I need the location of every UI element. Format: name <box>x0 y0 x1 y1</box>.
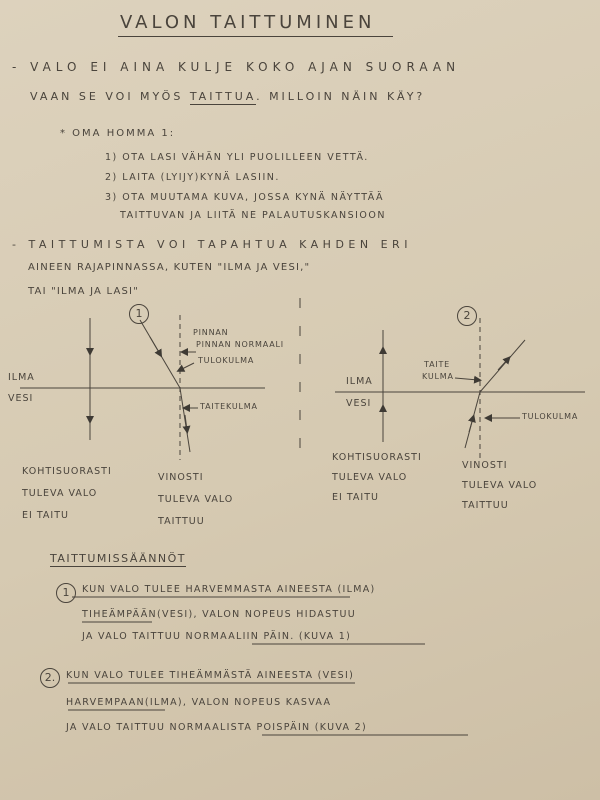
fig1-oblique-text-2: TULEVA VALO <box>158 494 234 505</box>
fig1-pointer-incidence <box>176 362 195 372</box>
fig1-oblique-text-1: VINOSTI <box>158 472 204 483</box>
fig1-normal-label: PINNAN NORMAALI <box>196 340 284 349</box>
rule2-text-g: (KUVA 2) <box>314 722 367 733</box>
fig2-incidence-label: TULOKULMA <box>522 412 579 421</box>
fig1-water-label: VESI <box>8 393 34 404</box>
boundary-line-2: AINEEN RAJAPINNASSA, KUTEN "ILMA JA VESI… <box>28 262 311 273</box>
rule2-text-d: (ILMA), VALON NOPEUS KASVAA <box>144 697 332 708</box>
fig1-perp-text-1: KOHTISUORASTI <box>22 466 112 477</box>
rule1-text-g: . (KUVA 1) <box>290 631 352 642</box>
fig1-perp-text-3: EI TAITU <box>22 510 69 521</box>
intro-keyword: TAITTUA <box>189 90 257 105</box>
task-step-3a: 3) OTA MUUTAMA KUVA, JOSSA KYNÄ NÄYTTÄÄ <box>105 192 385 203</box>
rule1-line-3: JA VALO TAITTUU NORMAALIIN PÄIN. (KUVA 1… <box>82 631 351 642</box>
rule2-number: 2. <box>40 668 60 688</box>
intro-line-1: - VALO EI AINA KULJE KOKO AJAN SUORAAN <box>12 60 461 74</box>
rule2-text-f: NORMAALISTA POISPÄIN <box>169 722 311 733</box>
fig2-perp-text-3: EI TAITU <box>332 492 379 503</box>
fig2-refracted-ray <box>479 339 526 393</box>
fig2-oblique-text-2: TULEVA VALO <box>462 480 538 491</box>
rule2-line-1: KUN VALO TULEE TIHEÄMMÄSTÄ AINEESTA (VES… <box>66 670 354 681</box>
boundary-line-1: - TAITTUMISTA VOI TAPAHTUA KAHDEN ERI <box>12 238 412 251</box>
fig1-refracted-arrow <box>182 414 191 434</box>
fig1-oblique-text-3: TAITTUU <box>158 516 205 527</box>
intro-line-2-end: . MILLOIN NÄIN KÄY? <box>256 90 426 103</box>
task-step-1: 1) OTA LASI VÄHÄN YLI PUOLILLEEN VETTÄ. <box>105 152 369 163</box>
fig2-perp-text-2: TULEVA VALO <box>332 472 408 483</box>
fig2-refraction-label-1: TAITE <box>424 360 451 369</box>
fig2-number: 2 <box>457 306 477 326</box>
fig1-incidence-label: TULOKULMA <box>198 356 255 365</box>
fig2-refraction-label-2: KULMA <box>422 372 454 381</box>
fig2-water-label: VESI <box>346 398 372 409</box>
task-heading: * OMA HOMMA 1: <box>60 128 176 139</box>
fig1-normal-label-1: PINNAN <box>193 328 229 337</box>
fig2-incident-arrow <box>468 414 476 433</box>
fig1-number: 1 <box>129 304 149 324</box>
rule1-text-d: (VESI), VALON NOPEUS HIDASTUU <box>156 609 357 620</box>
page-title: VALON TAITTUMINEN <box>120 12 376 33</box>
task-step-2: 2) LAITA (LYIJY)KYNÄ LASIIN. <box>105 172 280 183</box>
rule2-text-c: HARVEMPAAN <box>66 697 145 708</box>
fig1-air-label: ILMA <box>8 372 35 383</box>
fig1-refracted-ray <box>179 387 191 453</box>
rule2-text-b: TIHEÄMMÄSTÄ AINEESTA (VESI) <box>169 670 355 681</box>
title-underline <box>118 36 393 37</box>
rule1-line-1: KUN VALO TULEE HARVEMMASTA AINEESTA (ILM… <box>82 584 376 595</box>
fig2-oblique-text-3: TAITTUU <box>462 500 509 511</box>
rule2-text-e: JA VALO TAITTUU <box>66 722 166 733</box>
fig2-oblique-text-1: VINOSTI <box>462 460 508 471</box>
rule1-number: 1 <box>56 583 76 603</box>
rule1-text-c: TIHEÄMPÄÄN <box>82 609 157 620</box>
fig1-refraction-label: TAITEKULMA <box>200 402 258 411</box>
rule1-text-a: KUN VALO TULEE <box>82 584 182 595</box>
rule2-line-3: JA VALO TAITTUU NORMAALISTA POISPÄIN (KU… <box>66 722 367 733</box>
rule1-line-2: TIHEÄMPÄÄN(VESI), VALON NOPEUS HIDASTUU <box>82 609 356 620</box>
fig1-perp-text-2: TULEVA VALO <box>22 488 98 499</box>
fig2-refracted-arrow <box>497 356 511 371</box>
intro-line-2-start: VAAN SE VOI MYÖS <box>30 90 184 103</box>
fig1-incident-arrow <box>149 336 163 358</box>
rule1-text-b: HARVEMMASTA AINEESTA (ILMA) <box>185 584 376 595</box>
fig2-pointer-refraction <box>454 375 482 384</box>
rule2-line-2: HARVEMPAAN(ILMA), VALON NOPEUS KASVAA <box>66 697 331 708</box>
intro-line-2: VAAN SE VOI MYÖS TAITTUA. MILLOIN NÄIN K… <box>30 90 426 105</box>
rule1-text-e: JA VALO TAITTUU <box>82 631 182 642</box>
fig2-air-label: ILMA <box>346 376 373 387</box>
rule1-text-f: NORMAALIIN PÄIN <box>185 631 291 642</box>
rules-heading: TAITTUMISSÄÄNNÖT <box>50 552 187 567</box>
rule2-text-a: KUN VALO TULEE <box>66 670 166 681</box>
task-step-3b: TAITTUVAN JA LIITÄ NE PALAUTUSKANSIOON <box>120 210 386 221</box>
fig2-perp-text-1: KOHTISUORASTI <box>332 452 422 463</box>
boundary-line-3: TAI "ILMA JA LASI" <box>28 286 139 297</box>
